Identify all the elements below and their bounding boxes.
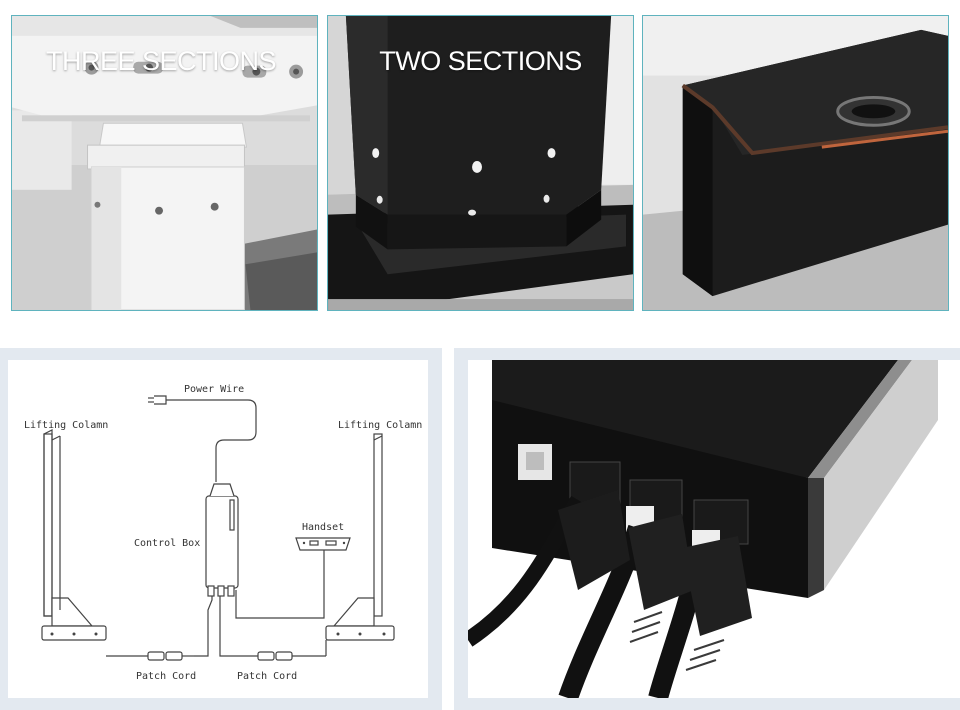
photo-panel-two-sections: TWO SECTIONS xyxy=(327,15,634,311)
black-leg-photo xyxy=(328,16,633,310)
lifting-column-right-label: Lifting Colamn xyxy=(338,420,422,431)
two-sections-caption: TWO SECTIONS xyxy=(379,46,582,76)
power-wire-label: Power Wire xyxy=(184,384,244,395)
lifting-column-left-label: Lifting Colamn xyxy=(24,420,108,431)
three-sections-caption: THREE SECTIONS xyxy=(45,46,277,76)
control-box-label: Control Box xyxy=(134,538,200,549)
control-box-photo-panel xyxy=(468,360,960,698)
patch-cord-right-label: Patch Cord xyxy=(237,671,297,682)
handset-label: Handset xyxy=(302,522,344,533)
foot-closeup-photo xyxy=(643,16,948,310)
wiring-diagram-panel: Power Wire Lifting Colamn Lifting Colamn… xyxy=(8,360,428,698)
photo-panel-foot-closeup xyxy=(642,15,949,311)
patch-cord-left-label: Patch Cord xyxy=(136,671,196,682)
wiring-diagram: Power Wire Lifting Colamn Lifting Colamn… xyxy=(24,384,422,682)
photo-panel-three-sections: THREE SECTIONS xyxy=(11,15,318,311)
control-box-cables-photo xyxy=(468,360,960,698)
white-leg-photo xyxy=(12,16,317,310)
